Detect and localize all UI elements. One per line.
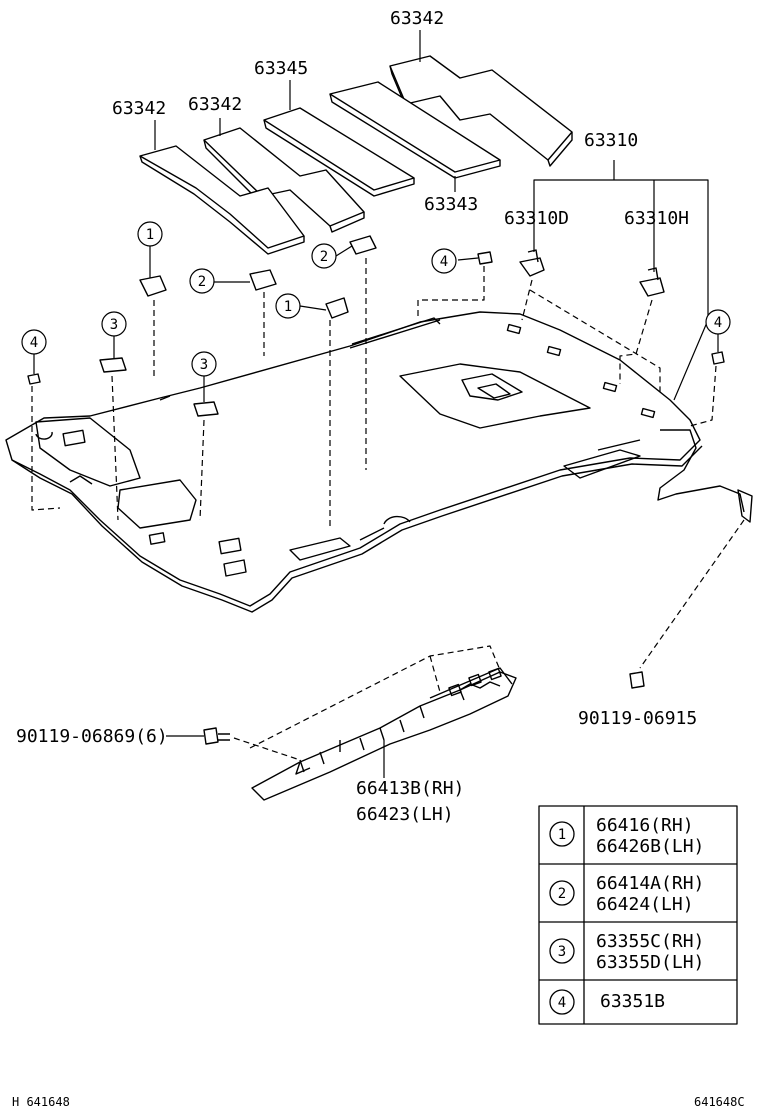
clip-2-left: [249, 269, 277, 291]
label-63342-left: 63342: [112, 98, 166, 119]
legend-num-3: 3: [558, 944, 566, 960]
clip-3-right: [193, 401, 219, 417]
clip-63310D: [519, 249, 545, 277]
label-66413B: 66413B(RH): [356, 778, 464, 799]
legend-2-line2: 66424(LH): [596, 894, 694, 915]
footer-left-code: H 641648: [12, 1095, 70, 1109]
callout-4-b: 4: [440, 254, 448, 270]
legend-num-1: 1: [558, 827, 566, 843]
legend-4-line1: 63351B: [600, 991, 665, 1012]
clip-1-right: [325, 297, 349, 319]
callout-circles: [21, 221, 731, 377]
headliner-panel: [5, 311, 753, 613]
label-63343: 63343: [424, 194, 478, 215]
label-90119-06869: 90119-06869(6): [16, 726, 168, 747]
label-66423: 66423(LH): [356, 804, 454, 825]
callout-2-b: 2: [320, 249, 328, 265]
legend-num-4: 4: [558, 995, 566, 1011]
legend-3-line2: 63355D(LH): [596, 952, 704, 973]
legend-table: [538, 805, 738, 1025]
clip-3-left: [99, 357, 127, 373]
callout-3-a: 3: [110, 317, 118, 333]
bolt-90119-06869: [203, 727, 230, 745]
legend-text: 1 66416(RH) 66426B(LH) 2 66414A(RH) 6642…: [558, 815, 705, 1012]
label-63310D: 63310D: [504, 208, 569, 229]
label-63342-top: 63342: [390, 8, 444, 29]
pad-63342-top: [389, 55, 573, 167]
callout-numbers: 1 1 2 2 3 3 4 4 4: [30, 227, 722, 373]
bolt-90119-06915: [629, 671, 645, 689]
clip-4-left: [27, 373, 41, 385]
label-63342-mid: 63342: [188, 94, 242, 115]
legend-1-line1: 66416(RH): [596, 815, 694, 836]
clip-1-left: [139, 275, 167, 297]
callout-1-a: 1: [146, 227, 154, 243]
label-63345: 63345: [254, 58, 308, 79]
clip-2-right: [349, 235, 377, 255]
clip-63310H: [639, 267, 665, 297]
dashed-leaders: [31, 258, 745, 761]
footer-right-code: 641648C: [694, 1095, 745, 1109]
solid-leaders: [33, 30, 719, 778]
callout-4-a: 4: [30, 335, 38, 351]
label-63310: 63310: [584, 130, 638, 151]
clip-4-right: [711, 351, 725, 365]
callout-4-c: 4: [714, 315, 722, 331]
part-labels: 63342 63345 63342 63342 63310 63343 6331…: [16, 8, 697, 825]
legend-2-line1: 66414A(RH): [596, 873, 704, 894]
pad-63345: [263, 107, 415, 197]
legend-num-2: 2: [558, 886, 566, 902]
rail-66413B: [251, 667, 517, 801]
clip-4-mid: [477, 251, 493, 265]
callout-2-a: 2: [198, 274, 206, 290]
legend-3-line1: 63355C(RH): [596, 931, 704, 952]
label-63310H: 63310H: [624, 208, 689, 229]
legend-1-line2: 66426B(LH): [596, 836, 704, 857]
pad-63342-left: [139, 145, 305, 255]
callout-1-b: 1: [284, 299, 292, 315]
callout-3-b: 3: [200, 357, 208, 373]
label-90119-06915: 90119-06915: [578, 708, 697, 729]
